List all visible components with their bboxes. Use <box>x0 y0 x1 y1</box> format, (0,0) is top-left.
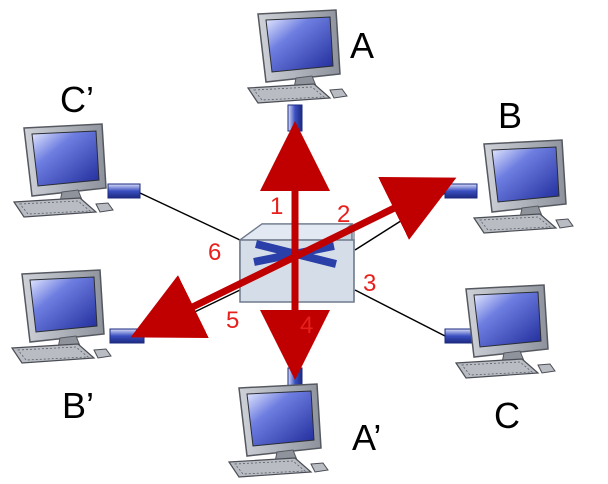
port-label-4: 4 <box>300 312 313 339</box>
host-label-a: A <box>350 25 374 66</box>
host-c-prime-computer <box>13 123 114 218</box>
host-a-computer <box>247 9 348 104</box>
host-label-b-prime: B’ <box>62 385 94 426</box>
host-a-prime-computer <box>228 383 329 478</box>
host-label-c: C <box>494 395 520 436</box>
host-b-computer <box>473 139 574 234</box>
connector-a <box>287 104 303 132</box>
connector-c-prime <box>107 183 141 199</box>
host-label-c-prime: C’ <box>60 79 94 120</box>
port-label-6: 6 <box>208 239 221 266</box>
port-label-2: 2 <box>337 201 350 228</box>
host-label-b: B <box>498 95 522 136</box>
connector-b <box>444 183 478 199</box>
host-labels: A B C A’ B’ C’ <box>60 25 522 458</box>
host-c-computer <box>455 284 556 379</box>
port-labels: 1 2 3 4 5 6 <box>208 193 376 339</box>
host-b-prime-computer <box>11 269 112 364</box>
port-label-5: 5 <box>226 307 239 334</box>
arrow-b-to-b-prime <box>130 176 457 339</box>
host-label-a-prime: A’ <box>352 417 381 458</box>
cable-c-prime <box>139 192 241 241</box>
connector-b-prime <box>109 328 145 344</box>
transfer-arrows <box>130 121 457 380</box>
port-label-1: 1 <box>270 193 283 220</box>
port-label-3: 3 <box>363 270 376 297</box>
